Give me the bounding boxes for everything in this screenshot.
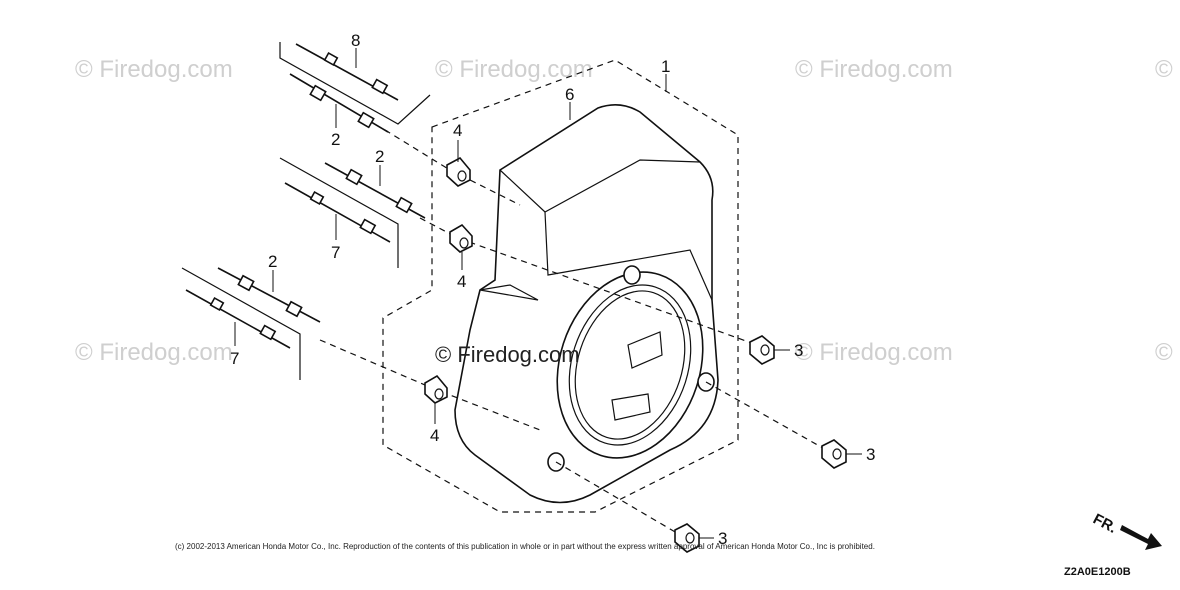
callout-nut-bottom: 3 bbox=[718, 529, 727, 548]
watermark: © Firedog.com bbox=[795, 56, 953, 83]
callout-nut-right-mid: 3 bbox=[866, 445, 875, 464]
callout-shroud-assembly: 1 bbox=[661, 57, 670, 76]
assembly-boundary bbox=[382, 59, 739, 513]
callout-stud-low: 7 bbox=[230, 349, 239, 368]
diagram-code: Z2A0E1200B bbox=[1064, 566, 1131, 578]
callout-stud-mid: 7 bbox=[331, 243, 340, 262]
callout-stud-c: 2 bbox=[268, 252, 277, 271]
stud-group-brackets bbox=[181, 42, 431, 380]
callout-nut-right-top: 3 bbox=[794, 341, 803, 360]
stud-bolt-7-mid bbox=[284, 182, 391, 243]
callout-collar-low: 4 bbox=[430, 426, 439, 445]
callout-stud-a: 2 bbox=[331, 130, 340, 149]
callout-stud-b: 2 bbox=[375, 147, 384, 166]
watermark-edge: © bbox=[1155, 56, 1173, 83]
stud-bolt-7-low bbox=[185, 289, 291, 349]
watermark-center: © Firedog.com bbox=[435, 342, 580, 367]
front-direction-indicator: FR. bbox=[1090, 511, 1162, 550]
watermark: © Firedog.com bbox=[75, 56, 233, 83]
watermark: © Firedog.com bbox=[435, 56, 593, 83]
callout-shroud-cover: 6 bbox=[565, 85, 574, 104]
copyright-notice: (c) 2002-2013 American Honda Motor Co., … bbox=[175, 542, 875, 551]
flange-nut-right-top bbox=[749, 335, 775, 365]
callout-stud-top: 8 bbox=[351, 31, 360, 50]
callout-collar-mid: 4 bbox=[457, 272, 466, 291]
flange-nut-right-mid bbox=[821, 439, 847, 469]
stud-bolt-8 bbox=[295, 43, 399, 101]
watermark-edge: © bbox=[1155, 339, 1173, 366]
collar-top bbox=[446, 156, 471, 187]
stud-bolt-2-mid bbox=[324, 162, 426, 219]
direction-arrow-icon bbox=[1120, 525, 1162, 550]
collar-mid bbox=[449, 223, 473, 253]
collar-low bbox=[424, 374, 448, 404]
callout-collar-top: 4 bbox=[453, 121, 462, 140]
stud-bolt-2-top bbox=[289, 73, 389, 133]
fan-shroud-part bbox=[454, 104, 719, 504]
stud-bolt-2-low bbox=[217, 267, 321, 323]
direction-label: FR. bbox=[1090, 511, 1119, 537]
callout-leaders bbox=[234, 48, 862, 539]
watermark: © Firedog.com bbox=[75, 339, 233, 366]
watermark: © Firedog.com bbox=[795, 339, 953, 366]
flange-nut-bottom bbox=[674, 523, 700, 553]
